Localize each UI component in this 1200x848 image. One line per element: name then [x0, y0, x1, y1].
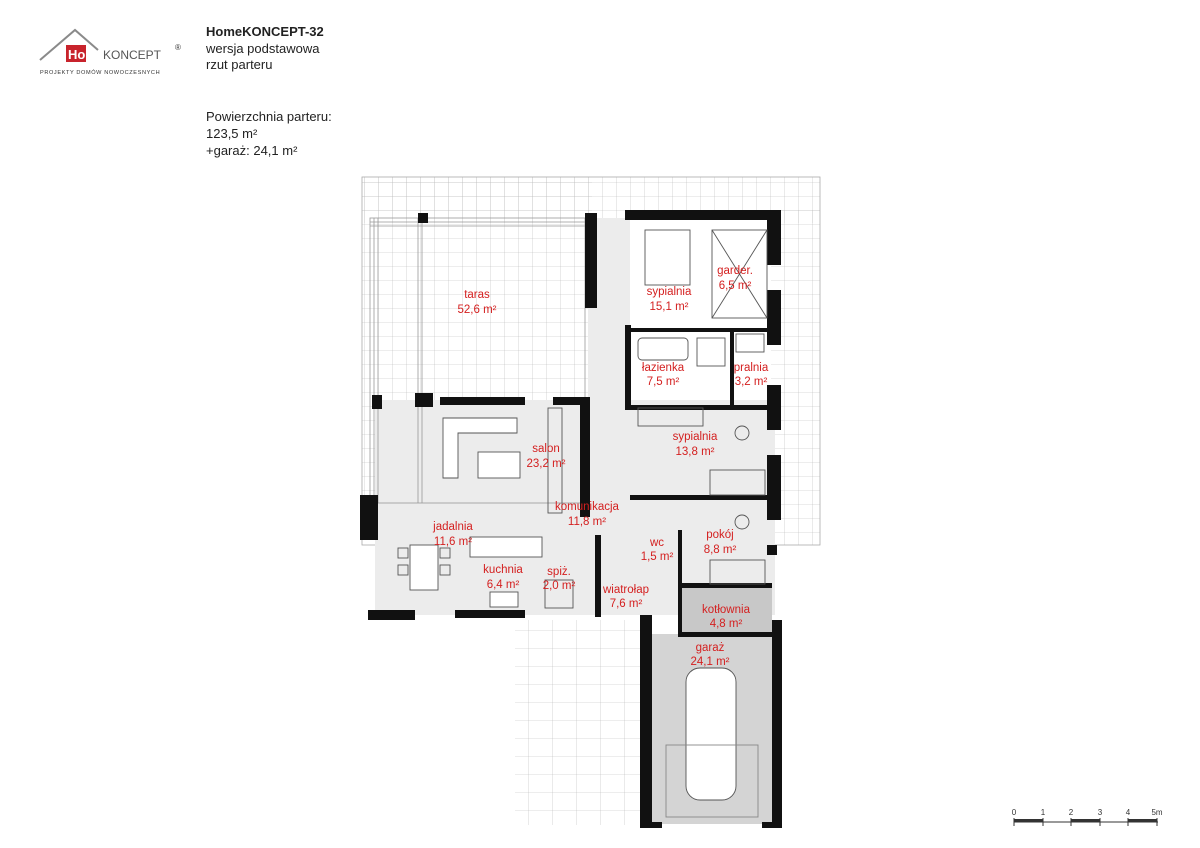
room-area-salon: 23,2 m²: [527, 458, 566, 470]
ground-area: 123,5 m²: [206, 126, 258, 141]
room-area-jadalnia: 11,6 m²: [434, 536, 472, 548]
room-label-taras: taras: [464, 289, 490, 301]
plan-header: HomeKONCEPT-32 wersja podstawowa rzut pa…: [206, 24, 324, 74]
registered-mark: ®: [175, 43, 181, 52]
area-label: Powierzchnia parteru:: [206, 109, 332, 124]
area-summary: Powierzchnia parteru: 123,5 m² +garaż: 2…: [206, 108, 332, 159]
room-area-spizarnia: 2,0 m²: [543, 580, 576, 592]
room-area-wiatrolap: 7,6 m²: [610, 598, 643, 610]
room-area-lazienka: 7,5 m²: [647, 376, 680, 388]
logo-tagline: PROJEKTY DOMÓW NOWOCZESNYCH: [40, 69, 160, 76]
scale-bar: 0 1 2 3 4 5m: [1012, 808, 1163, 826]
room-label-garderoba: garder.: [717, 265, 753, 277]
room-label-jadalnia: jadalnia: [432, 521, 473, 533]
room-area-sypialnia-1: 15,1 m²: [650, 301, 689, 313]
room-label-salon: salon: [532, 443, 560, 455]
room-label-kuchnia: kuchnia: [483, 564, 523, 576]
room-label-garaz: garaż: [696, 642, 725, 654]
plan-view-name: rzut parteru: [206, 57, 273, 72]
room-label-komunikacja: komunikacja: [555, 501, 620, 513]
room-label-sypialnia-2: sypialnia: [673, 431, 718, 443]
logo-home-text: Home: [68, 47, 104, 62]
room-area-sypialnia-2: 13,8 m²: [676, 446, 715, 458]
garage-area: +garaż: 24,1 m²: [206, 143, 298, 158]
scale-tick-0: 0: [1012, 808, 1017, 817]
room-area-komunikacja: 11,8 m²: [568, 516, 606, 528]
room-label-kotlownia: kotłownia: [702, 604, 751, 616]
scale-tick-3: 3: [1098, 808, 1103, 817]
interior-floor: [375, 218, 775, 824]
scale-tick-1: 1: [1041, 808, 1046, 817]
room-label-pokoj: pokój: [706, 529, 734, 541]
room-label-sypialnia-1: sypialnia: [647, 286, 692, 298]
walls: [360, 210, 782, 828]
room-area-wc: 1,5 m²: [641, 551, 674, 563]
room-label-lazienka: łazienka: [642, 362, 685, 374]
room-area-kuchnia: 6,4 m²: [487, 579, 520, 591]
scale-tick-4: 4: [1126, 808, 1131, 817]
boiler-room-floor: [678, 588, 772, 634]
room-label-wc: wc: [649, 537, 664, 549]
room-labels: taras 52,6 m² sypialnia 15,1 m² garder. …: [432, 265, 769, 668]
pergola: [369, 217, 586, 504]
room-area-garaz: 24,1 m²: [691, 656, 730, 668]
room-label-wiatrolap: wiatrołap: [602, 584, 649, 596]
room-area-pralnia: 3,2 m²: [735, 376, 768, 388]
scale-tick-5m: 5m: [1151, 808, 1162, 817]
room-area-pokoj: 8,8 m²: [704, 544, 737, 556]
room-area-kotlownia: 4,8 m²: [710, 618, 743, 630]
furniture: [397, 229, 768, 818]
logo-koncept-text: KONCEPT: [103, 48, 162, 62]
scale-tick-2: 2: [1069, 808, 1074, 817]
project-variant: wersja podstawowa: [206, 40, 320, 56]
room-area-garderoba: 6,5 m²: [719, 280, 752, 292]
project-title: HomeKONCEPT-32: [206, 24, 324, 39]
room-area-taras: 52,6 m²: [458, 304, 497, 316]
room-label-spizarnia: spiż.: [547, 566, 571, 578]
homekoncept-logo: Home KONCEPT ® PROJEKTY DOMÓW NOWOCZESNY…: [38, 26, 188, 82]
room-label-pralnia: pralnia: [734, 362, 769, 374]
